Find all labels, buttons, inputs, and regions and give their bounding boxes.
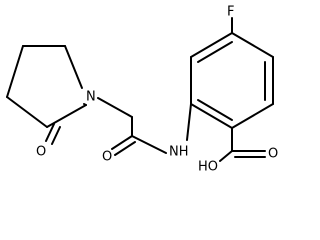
bond-ar5: [231, 103, 274, 129]
bond-n-ch2: [97, 97, 133, 118]
bond-cooh-oh: [219, 150, 233, 162]
ring-nitrogen-label: N: [86, 90, 96, 105]
bond-ar-inner-a: [197, 41, 233, 63]
molecule-structure: F N O O NH HO O: [6, 5, 278, 175]
bond-ketone-double: [51, 126, 61, 145]
acid-carbonyl-oxygen-label: O: [268, 147, 278, 162]
fluorine-label: F: [227, 5, 234, 20]
bond-c2-n: [83, 103, 87, 106]
bond-nh-ring: [186, 103, 192, 141]
amide-oxygen-label: O: [102, 150, 112, 165]
bond-ketone-single: [45, 123, 55, 142]
bond-amide-o-double: [114, 141, 136, 156]
bond-ar-inner-c: [197, 99, 233, 121]
benzene-ring: [190, 17, 274, 129]
bond-carbonyl-nh: [131, 135, 167, 154]
acid-hydroxyl-label: HO: [198, 160, 218, 175]
acetamide-linker: [97, 97, 192, 156]
bond-c5-c4: [6, 45, 24, 98]
carboxylic-acid: [219, 127, 266, 162]
bond-ar6: [190, 103, 233, 129]
bond-ar3: [231, 32, 274, 58]
amide-nh-label: NH: [169, 145, 189, 160]
bond-n-c5-upper: [64, 45, 83, 89]
bond-c4-c3: [6, 96, 48, 128]
bond-ar2: [190, 32, 233, 58]
ketone-oxygen-label: O: [36, 145, 46, 160]
pyrrolidinone-ring: [6, 45, 87, 145]
bond-amide-o-single: [111, 135, 133, 150]
bond-c3-c2: [46, 104, 87, 128]
